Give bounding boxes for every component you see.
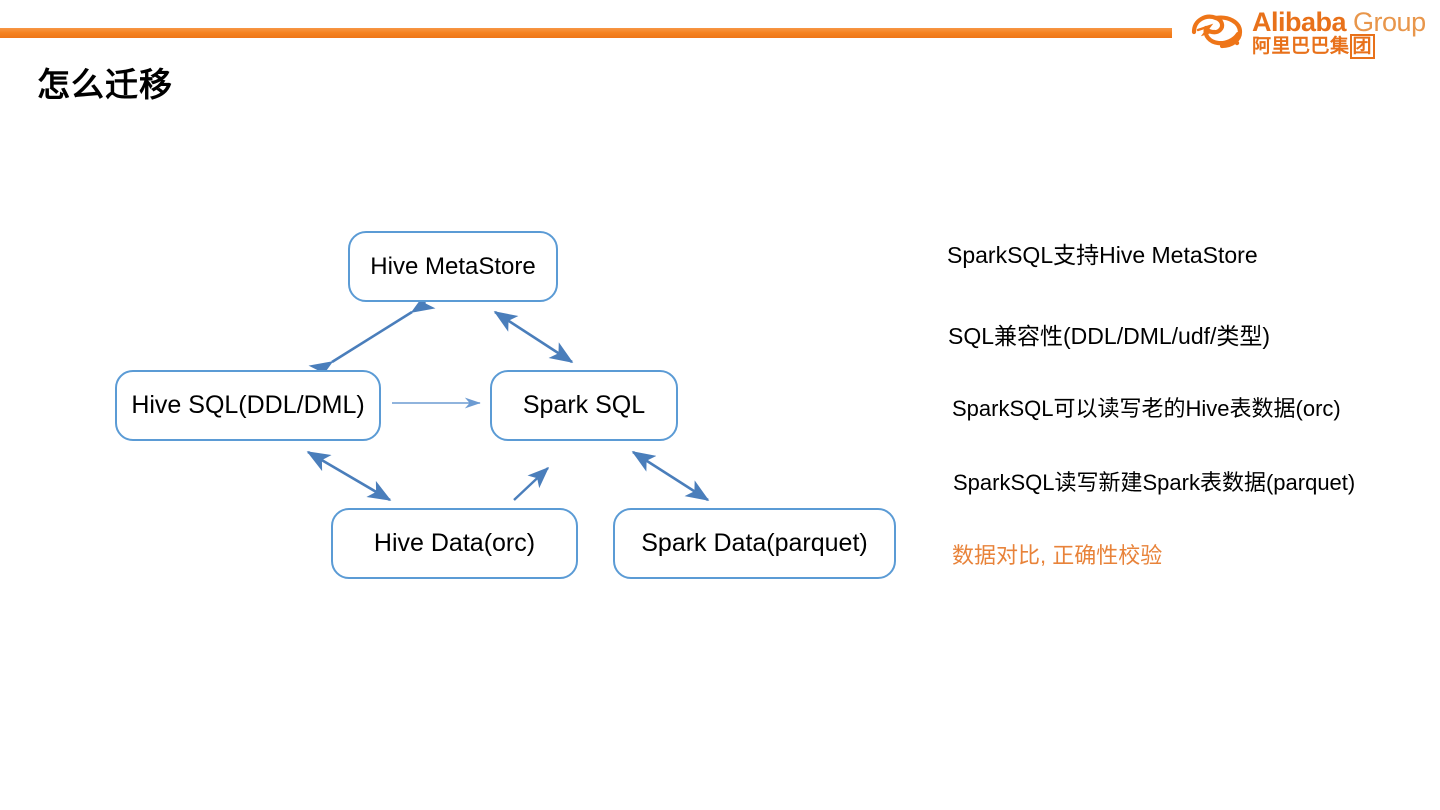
node-hive-metastore-label: Hive MetaStore (370, 252, 536, 280)
alibaba-logo-icon (1191, 14, 1243, 49)
diagram-connectors (306, 292, 710, 502)
edge-metastore-hivesql (308, 292, 436, 382)
node-spark-sql[interactable]: Spark SQL (490, 370, 678, 441)
notes-list: SparkSQL支持Hive MetaStore SQL兼容性(DDL/DML/… (940, 0, 1440, 810)
logo-name-en-light: Group (1353, 7, 1426, 37)
node-hive-sql-label: Hive SQL(DDL/DML) (131, 391, 365, 419)
node-spark-sql-label: Spark SQL (522, 391, 646, 419)
note-item-3: SparkSQL可以读写老的Hive表数据(orc) (952, 396, 1341, 421)
page-title: 怎么迁移 (37, 66, 173, 103)
logo-name-en-bold: Alibaba (1252, 7, 1347, 37)
node-spark-data[interactable]: Spark Data(parquet) (613, 508, 896, 579)
migration-diagram: Hive MetaStore Hive SQL(DDL/DML) Spark S… (115, 231, 896, 579)
header-accent-bar (0, 28, 1172, 38)
edge-hivesql-hivedata (306, 450, 392, 502)
logo-name-cn-boxed: 团 (1349, 34, 1376, 59)
node-hive-sql[interactable]: Hive SQL(DDL/DML) (115, 370, 381, 441)
edge-hivedata-sparksql (513, 467, 550, 501)
alibaba-group-logo: Alibaba Group 阿里巴巴集团 (1186, 6, 1426, 62)
logo-name-cn-main: 阿里巴巴集 (1252, 36, 1350, 57)
edge-metastore-sparksql (493, 310, 574, 364)
note-item-4: SparkSQL读写新建Spark表数据(parquet) (953, 470, 1356, 495)
node-hive-data-label: Hive Data(orc) (373, 529, 536, 557)
node-spark-data-label: Spark Data(parquet) (641, 529, 868, 557)
node-hive-metastore[interactable]: Hive MetaStore (348, 231, 558, 302)
edge-sparksql-sparkdata (631, 450, 710, 502)
note-item-5-highlight: 数据对比, 正确性校验 (952, 543, 1163, 568)
node-hive-data[interactable]: Hive Data(orc) (331, 508, 578, 579)
logo-wordmark-cn: 阿里巴巴集团 (1252, 34, 1376, 59)
note-item-1: SparkSQL支持Hive MetaStore (947, 242, 1258, 268)
note-item-2: SQL兼容性(DDL/DML/udf/类型) (948, 323, 1271, 349)
logo-wordmark: Alibaba Group (1252, 8, 1426, 36)
